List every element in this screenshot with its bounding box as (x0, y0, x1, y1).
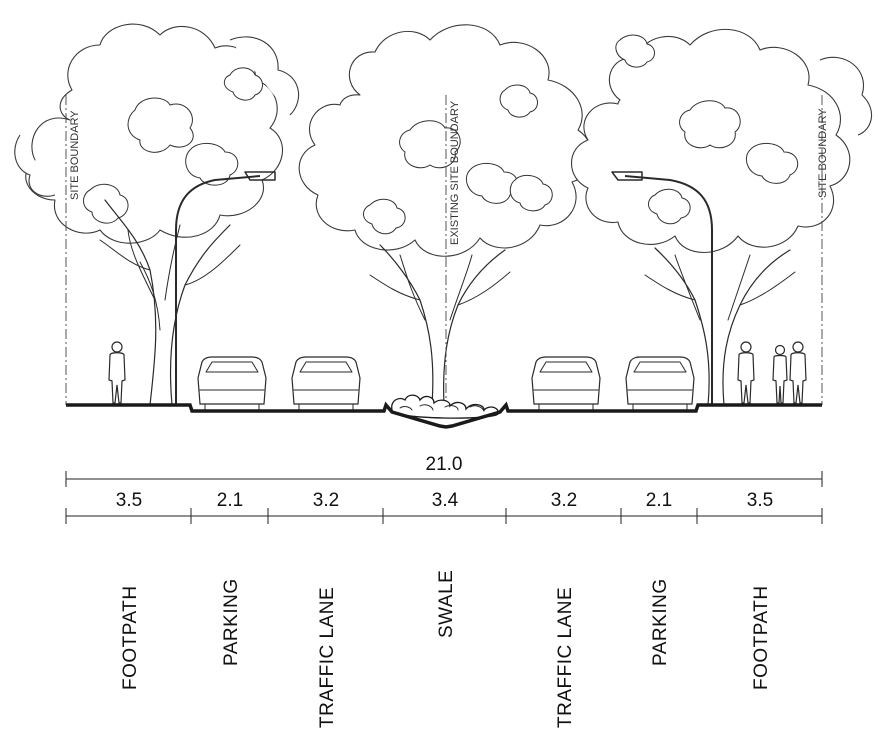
total-dimension: 21.0 (65, 454, 823, 487)
segment-value-parking-left: 2.1 (217, 490, 243, 511)
zone-label-traffic-lane-left: TRAFFIC LANE (317, 587, 338, 728)
segment-dimensions: 3.5 2.1 3.2 3.4 3.2 2.1 3.5 (65, 490, 823, 524)
car-icon-parking-right (625, 356, 695, 411)
zone-labels: FOOTPATH PARKING TRAFFIC LANE SWALE TRAF… (120, 570, 772, 728)
car-icon-lane-right (531, 356, 601, 411)
swale-shrubs (391, 394, 499, 419)
street-lamp-right (611, 171, 713, 405)
total-width-value: 21.0 (426, 454, 463, 475)
car-icon-parking-left (197, 356, 267, 411)
pedestrian-icon-left (108, 341, 126, 404)
segment-value-traffic-lane-right: 3.2 (551, 490, 577, 511)
zone-label-footpath-left: FOOTPATH (120, 585, 141, 690)
zone-label-parking-right: PARKING (650, 578, 671, 666)
site-boundary-right-label: SITE BOUNDARY (817, 108, 829, 198)
zone-label-traffic-lane-right: TRAFFIC LANE (555, 587, 576, 728)
tree-right (571, 28, 873, 406)
zone-label-footpath-right: FOOTPATH (751, 585, 772, 690)
zone-label-swale: SWALE (436, 570, 457, 638)
street-lamp-left (175, 171, 276, 405)
ground-profile (66, 401, 822, 429)
tree-left (14, 23, 299, 406)
site-boundary-center-label: EXISTING SITE BOUNDARY (449, 100, 461, 245)
segment-value-traffic-lane-left: 3.2 (313, 490, 339, 511)
segment-value-swale: 3.4 (432, 490, 459, 511)
zone-label-parking-left: PARKING (221, 578, 242, 666)
car-icon-lane-left (291, 356, 361, 411)
segment-value-parking-right: 2.1 (646, 490, 672, 511)
segment-value-footpath-right: 3.5 (747, 490, 773, 511)
pedestrian-icon-right (737, 341, 755, 404)
segment-value-footpath-left: 3.5 (116, 490, 142, 511)
pedestrian-pair-icon (772, 341, 807, 404)
site-boundary-left-label: SITE BOUNDARY (69, 110, 81, 200)
